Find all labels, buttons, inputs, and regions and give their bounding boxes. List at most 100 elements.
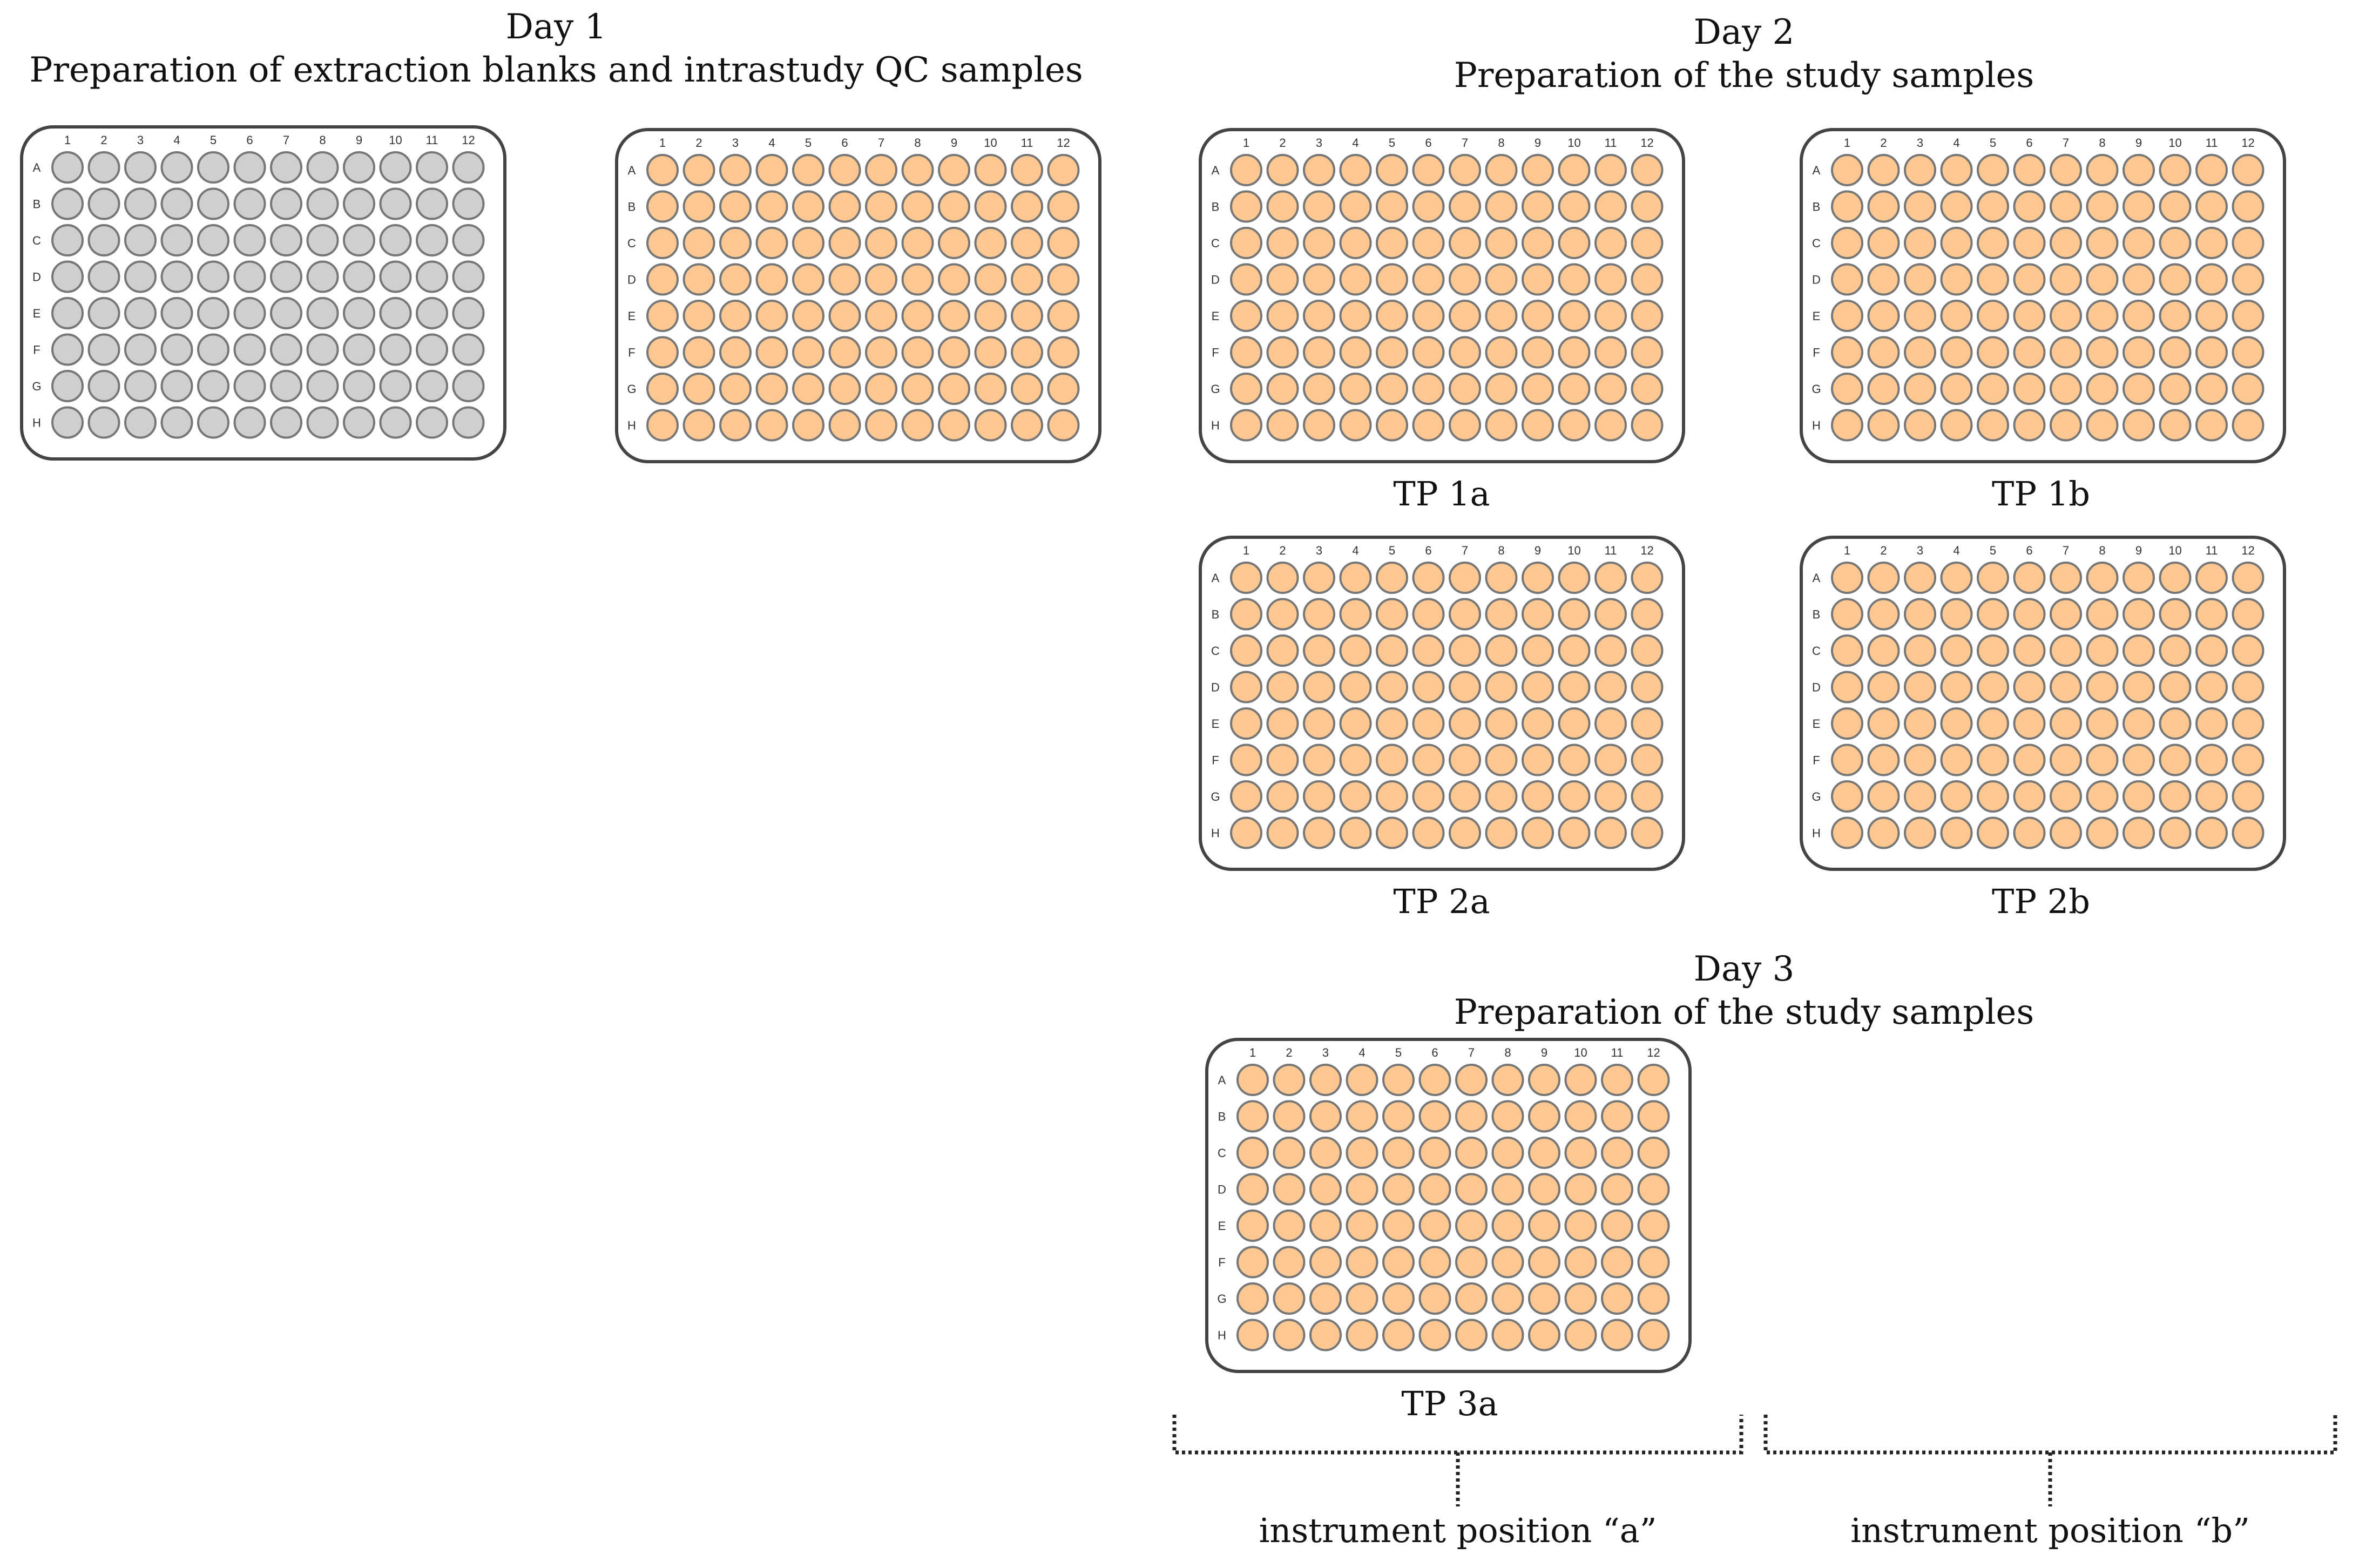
well-H6 [828, 409, 861, 442]
row-label: H [1812, 419, 1821, 432]
well-H4 [1346, 1319, 1378, 1351]
well-E12 [2232, 707, 2265, 740]
well-B8 [2086, 598, 2119, 631]
well-G11 [1601, 1282, 1633, 1315]
well-D5 [1376, 671, 1408, 704]
well-C9 [2123, 634, 2155, 667]
well-F11 [1594, 744, 1627, 776]
well-F4 [1339, 744, 1372, 776]
well-B2 [1867, 190, 1900, 223]
well-A1 [1236, 1064, 1269, 1096]
well-D9 [938, 263, 970, 296]
well-H6 [2013, 816, 2046, 849]
row-label: D [1218, 1183, 1226, 1197]
well-F8 [2086, 744, 2119, 776]
well-F5 [1376, 336, 1408, 369]
row-label: G [1217, 1292, 1226, 1306]
well-C7 [2050, 227, 2082, 259]
well-B9 [938, 190, 970, 223]
well-C10 [974, 227, 1007, 259]
well-G2 [1273, 1282, 1306, 1315]
well-E6 [1412, 707, 1445, 740]
well-F5 [1977, 336, 2009, 369]
well-C6 [1418, 1137, 1451, 1169]
row-label: A [628, 164, 636, 177]
well-C9 [2123, 227, 2155, 259]
row-label: F [1218, 1256, 1225, 1269]
well-F7 [270, 333, 302, 366]
row-label: F [33, 343, 40, 357]
well-G12 [1631, 373, 1664, 405]
well-C2 [1867, 227, 1900, 259]
well-D10 [1558, 671, 1591, 704]
well-F2 [1867, 336, 1900, 369]
well-E9 [2123, 300, 2155, 332]
row-label: E [1212, 717, 1220, 731]
well-C1 [1230, 634, 1262, 667]
well-B8 [2086, 190, 2119, 223]
well-G5 [1382, 1282, 1415, 1315]
well-C6 [1412, 634, 1445, 667]
well-B12 [1637, 1100, 1670, 1133]
well-H12 [2232, 816, 2265, 849]
well-D3 [1309, 1173, 1342, 1206]
well-F1 [1230, 336, 1262, 369]
column-label: 4 [173, 133, 180, 147]
well-F9 [1528, 1246, 1560, 1279]
well-C10 [379, 224, 412, 256]
well-A7 [1449, 154, 1481, 186]
well-D4 [1339, 263, 1372, 296]
well-C1 [1831, 634, 1863, 667]
well-A10 [2159, 562, 2192, 594]
well-A9 [343, 151, 375, 184]
well-F7 [865, 336, 897, 369]
well-F7 [2050, 744, 2082, 776]
column-label: 12 [2241, 544, 2254, 557]
well-F2 [682, 336, 715, 369]
column-label: 5 [1990, 136, 1996, 150]
well-B6 [828, 190, 861, 223]
row-label: D [1211, 681, 1220, 694]
column-label: 11 [1611, 1046, 1624, 1059]
well-E3 [1904, 707, 1936, 740]
instrument-position-b: instrument position “b” [1850, 1511, 2250, 1550]
column-label: 12 [1640, 544, 1653, 557]
well-C10 [1564, 1137, 1597, 1169]
well-H4 [160, 406, 193, 439]
well-G2 [1867, 373, 1900, 405]
well-E7 [1449, 300, 1481, 332]
well-H9 [1522, 409, 1554, 442]
well-D4 [1339, 671, 1372, 704]
well-F12 [1631, 744, 1664, 776]
column-label: 3 [732, 136, 739, 150]
well-E1 [1831, 707, 1863, 740]
well-H7 [1449, 409, 1481, 442]
row-label: E [628, 309, 636, 323]
row-label: B [1813, 608, 1821, 621]
brackets-layer [1172, 1415, 2337, 1506]
column-label: 12 [1640, 136, 1653, 150]
row-label: B [1212, 608, 1220, 621]
well-G4 [1940, 373, 1973, 405]
well-G9 [1522, 780, 1554, 813]
well-E7 [865, 300, 897, 332]
well-G4 [1940, 780, 1973, 813]
well-B4 [160, 187, 193, 220]
well-E10 [974, 300, 1007, 332]
well-F6 [1418, 1246, 1451, 1279]
day3-caption: Preparation of the study samples [1454, 992, 2034, 1032]
well-D3 [1303, 263, 1335, 296]
well-G4 [1346, 1282, 1378, 1315]
well-E11 [1601, 1209, 1633, 1242]
well-A5 [1977, 562, 2009, 594]
well-A5 [792, 154, 824, 186]
well-C3 [1904, 227, 1936, 259]
well-E3 [719, 300, 752, 332]
well-A8 [1491, 1064, 1524, 1096]
column-label: 4 [1953, 544, 1959, 557]
column-label: 8 [1498, 136, 1504, 150]
column-label: 5 [1990, 544, 1996, 557]
well-D11 [1011, 263, 1043, 296]
well-B6 [1418, 1100, 1451, 1133]
